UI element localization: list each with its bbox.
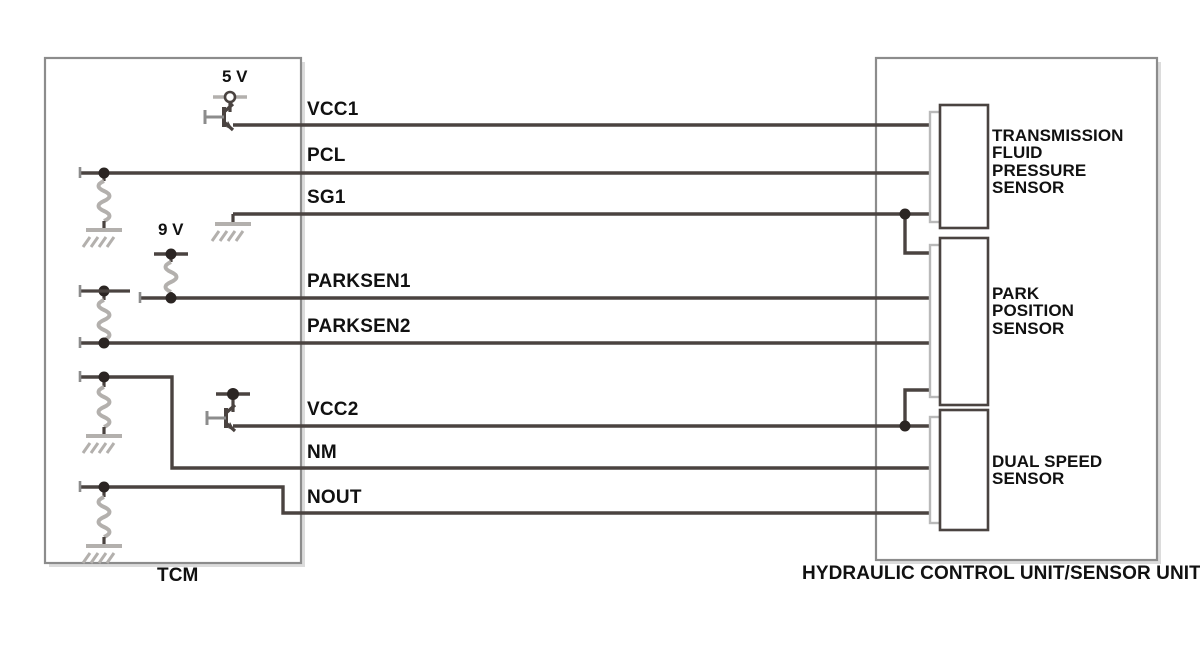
dot-9v-bottom <box>165 292 177 304</box>
signal-wires <box>80 123 936 515</box>
signal-ground-sg1 <box>210 214 253 243</box>
dot-pcl-pulldown <box>98 167 110 179</box>
sensor-line: TRANSMISSION <box>992 126 1124 145</box>
sensor-line: SENSOR <box>992 469 1065 489</box>
branch-sg1-to-park <box>903 214 936 255</box>
signal-label-parksen2: PARKSEN2 <box>307 316 411 337</box>
sensor-line: PARK <box>992 284 1040 303</box>
sensor-line: SENSOR <box>992 177 1065 197</box>
branch-wires <box>903 214 936 426</box>
signal-label-vcc1: VCC1 <box>307 99 359 120</box>
sensor-connectors <box>928 103 990 532</box>
dot-nm-pulldown <box>98 371 110 383</box>
sensor-line: DUAL SPEED <box>992 452 1103 471</box>
connector-park-position-sensor <box>928 236 990 407</box>
wire-left-stubs <box>78 167 142 492</box>
wire-nout <box>80 485 936 515</box>
signal-label-nm: NM <box>307 442 337 463</box>
tcm-unit-box <box>43 56 305 567</box>
transistor-5v <box>203 90 247 132</box>
signal-label-vcc2: VCC2 <box>307 399 359 420</box>
sensor-line: SENSOR <box>992 318 1065 338</box>
signal-label-sg1: SG1 <box>307 187 346 208</box>
parksen1-left-tick <box>78 285 130 297</box>
dot-nout-pulldown <box>98 481 110 493</box>
connector-dual-speed-sensor <box>928 408 990 532</box>
sensor-label-transmission-fluid-pressure-sensor: TRANSMISSION FLUID PRESSURE SENSOR <box>992 126 1124 197</box>
dot-vcc2-branch <box>899 420 911 432</box>
sensor-line: FLUID <box>992 143 1043 163</box>
signal-label-parksen1: PARKSEN1 <box>307 271 411 292</box>
dot-9v-top <box>165 248 177 260</box>
signal-label-nout: NOUT <box>307 487 362 508</box>
hydraulic-control-unit-caption: HYDRAULIC CONTROL UNIT/SENSOR UNIT <box>802 563 1200 584</box>
wire-nm <box>80 375 936 470</box>
hydraulic-control-unit-box <box>874 56 1161 564</box>
resistors <box>81 173 179 565</box>
sensor-line: PRESSURE <box>992 160 1087 180</box>
supply-label-9v: 9 V <box>158 220 184 239</box>
sensor-label-dual-speed-sensor: DUAL SPEED SENSOR <box>992 453 1102 488</box>
sensor-line: POSITION <box>992 301 1075 321</box>
dot-vcc2-supply <box>227 388 239 400</box>
dot-sg1-branch <box>899 208 911 220</box>
branch-vcc2-to-park <box>903 388 936 426</box>
signal-label-pcl: PCL <box>307 145 346 166</box>
sensor-label-park-position-sensor: PARK POSITION SENSOR <box>992 285 1074 337</box>
tcm-unit-caption: TCM <box>157 565 199 586</box>
dot-parksen2-pulldown <box>98 337 110 349</box>
supply-label-5v: 5 V <box>222 67 248 86</box>
connector-transmission-fluid-pressure-sensor <box>928 103 990 230</box>
